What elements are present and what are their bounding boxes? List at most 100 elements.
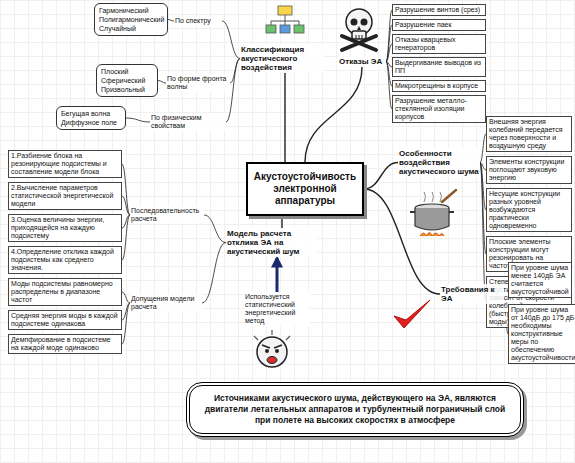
node-text: Несущие конструкции разных уровней возбу… bbox=[489, 190, 569, 230]
branch-label: Особенности воздействия акустического шу… bbox=[398, 148, 480, 177]
sub-branch-label: Последовательность расчета bbox=[130, 206, 204, 224]
topic-box: Внешняя энергия колебаний передается чер… bbox=[486, 116, 572, 152]
group-item: Гармонический bbox=[99, 6, 163, 15]
node-text: Выдергивание выводов из ПП bbox=[395, 59, 483, 75]
node-text: 4.Определение отклика каждой подсистемы … bbox=[11, 248, 119, 272]
branch-label: Классификация акустического воздействия bbox=[240, 44, 324, 73]
note-text: Используется статистический энергетическ… bbox=[244, 292, 310, 326]
topic-box: 1.Разбиение блока на резонирующие подсис… bbox=[8, 150, 122, 178]
connector bbox=[305, 67, 362, 162]
node-text: Источниками акустического шума, действую… bbox=[202, 393, 508, 426]
node-text: Гармонический bbox=[99, 6, 163, 15]
connector bbox=[276, 258, 279, 292]
node-text: Полигармонический bbox=[99, 15, 163, 24]
group-box: ПлоскийСферическийПризвольный bbox=[96, 64, 158, 97]
topic-box: При уровне шума от 140дБ до 175 дБ необх… bbox=[508, 304, 575, 364]
branch-label: Модель расчета отклика ЭА на акустически… bbox=[226, 228, 318, 257]
node-text: Сферический bbox=[101, 76, 153, 85]
node-text: Требования к ЭА bbox=[441, 285, 503, 303]
connector bbox=[364, 163, 398, 190]
topic-box: Элементы конструкции поглощают звуковую … bbox=[486, 156, 572, 184]
skull-icon bbox=[342, 9, 376, 50]
connector bbox=[281, 216, 282, 228]
node-text: 2.Вычисление параметров статистической э… bbox=[11, 184, 119, 208]
node-text: Разрушение винтов (срез) bbox=[395, 6, 483, 14]
topic-box: Разрушение металло-стеклянной изоляции к… bbox=[392, 95, 486, 123]
topic-box: Моды подсистемы равномерно распределены … bbox=[8, 278, 122, 306]
group-box: ГармоническийПолигармоническийСлучайный bbox=[94, 3, 168, 36]
node-text: Разрушение паек bbox=[395, 21, 483, 29]
group-box: Бегущая волнаДиффузное поле bbox=[56, 106, 126, 130]
node-text: Внешняя энергия колебаний передается чер… bbox=[489, 118, 569, 150]
node-text: Последовательность расчета bbox=[131, 207, 203, 223]
group-item: Случайный bbox=[99, 24, 163, 33]
caption-box: Источниками акустического шума, действую… bbox=[186, 382, 524, 437]
branch-label: Требования к ЭА bbox=[440, 284, 504, 304]
connector bbox=[158, 81, 166, 84]
topic-box: Отказы кварцевых генераторов bbox=[392, 34, 486, 54]
node-text: Отказы ЭА bbox=[339, 57, 385, 66]
node-text: Плоский bbox=[101, 67, 153, 76]
connector bbox=[122, 215, 130, 260]
node-text: Бегущая волна bbox=[61, 109, 121, 118]
check-mark bbox=[394, 300, 430, 328]
node-text: Элементы конструкции поглощают звуковую … bbox=[489, 158, 569, 182]
connector bbox=[204, 215, 226, 243]
pot-icon bbox=[410, 190, 456, 236]
connector bbox=[364, 189, 440, 294]
group-item: Диффузное поле bbox=[61, 118, 121, 127]
node-text: Классификация акустического воздействия bbox=[241, 45, 323, 72]
connector bbox=[230, 59, 240, 84]
topic-box: Выдергивание выводов из ПП bbox=[392, 57, 486, 77]
angry-face bbox=[254, 330, 290, 367]
sub-branch-label: Допущения модели расчета bbox=[130, 294, 202, 312]
topic-box: 3.Оценка величины энергии, приходящейся … bbox=[8, 214, 122, 242]
sub-branch-label: По физическим свойствам bbox=[150, 113, 226, 131]
topic-box: Средняя энергия моды в каждой подсистеме… bbox=[8, 310, 122, 330]
topic-box: Разрушение винтов (срез) bbox=[392, 4, 486, 16]
connector bbox=[122, 292, 130, 303]
connector bbox=[122, 303, 130, 344]
node-text: 1.Разбиение блока на резонирующие подсис… bbox=[11, 152, 119, 176]
network-icon bbox=[266, 6, 304, 33]
node-text: Диффузное поле bbox=[61, 118, 121, 127]
connector bbox=[222, 21, 240, 59]
group-item: Бегущая волна bbox=[61, 109, 121, 118]
node-text: Призвольный bbox=[101, 85, 153, 94]
group-item: Плоский bbox=[101, 67, 153, 76]
node-text: Используется статистический энергетическ… bbox=[245, 293, 309, 325]
topic-box: Несущие конструкции разных уровней возбу… bbox=[486, 188, 572, 232]
group-item: Сферический bbox=[101, 76, 153, 85]
node-text: При уровне шума менее 140дБ ЭА считается… bbox=[511, 264, 569, 296]
connector bbox=[126, 118, 150, 122]
node-text: По спектру bbox=[175, 17, 221, 25]
node-text: Случайный bbox=[99, 24, 163, 33]
node-text: При уровне шума от 140дБ до 175 дБ необх… bbox=[511, 306, 575, 362]
node-text: Микротрещины в корпусе bbox=[395, 82, 483, 90]
node-text: Модель расчета отклика ЭА на акустически… bbox=[227, 229, 317, 256]
branch-label: Отказы ЭА bbox=[338, 56, 386, 67]
node-text: По форме фронта волны bbox=[167, 75, 229, 91]
connector bbox=[202, 243, 226, 304]
connector bbox=[122, 164, 130, 215]
connector bbox=[122, 196, 130, 215]
connector bbox=[284, 73, 285, 162]
topic-box: 4.Определение отклика каждой подсистемы … bbox=[8, 246, 122, 274]
topic-box: Микротрещины в корпусе bbox=[392, 80, 486, 92]
group-item: Полигармонический bbox=[99, 15, 163, 24]
node-text: Акустоустойчивость электронной аппаратур… bbox=[253, 171, 357, 207]
node-text: 3.Оценка величины энергии, приходящейся … bbox=[11, 216, 119, 240]
sub-branch-label: По спектру bbox=[174, 16, 222, 26]
node-text: Допущения модели расчета bbox=[131, 295, 201, 311]
group-item: Призвольный bbox=[101, 85, 153, 94]
topic-box: 2.Вычисление параметров статистической э… bbox=[8, 182, 122, 210]
node-text: По физическим свойствам bbox=[151, 114, 225, 130]
node-text: Моды подсистемы равномерно распределены … bbox=[11, 280, 119, 304]
node-text: Средняя энергия моды в каждой подсистеме… bbox=[11, 312, 119, 328]
topic-box: Разрушение паек bbox=[392, 19, 486, 31]
node-text: Особенности воздействия акустического шу… bbox=[399, 149, 479, 176]
central-topic: Акустоустойчивость электронной аппаратур… bbox=[246, 162, 364, 216]
node-text: Разрушение металло-стеклянной изоляции к… bbox=[395, 97, 483, 121]
node-text: Демпфирование в подсистеме на каждой мод… bbox=[11, 336, 119, 352]
